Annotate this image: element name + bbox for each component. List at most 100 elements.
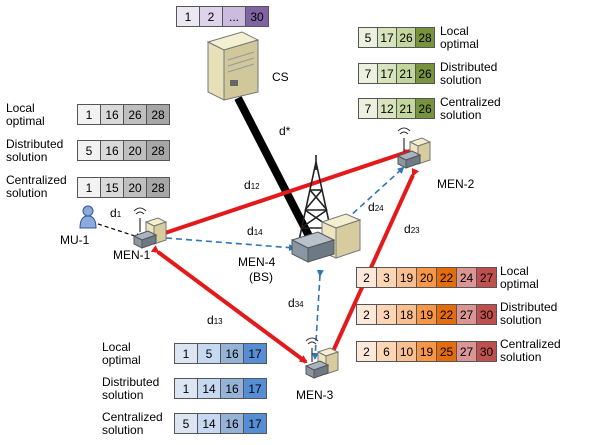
men4-sub-label: (BS) [249,270,273,284]
content-cell: 5 [174,413,198,434]
men1-distributed-label: Distributed solution [6,137,64,164]
user-icon [79,205,97,229]
content-cell: 18 [396,304,417,325]
content-cell: 19 [416,304,437,325]
men1-centralized-label: Centralized solution [6,173,67,200]
content-cell: 21 [396,63,416,84]
content-cell: 21 [396,98,416,119]
d1-label: d1 [110,206,122,220]
content-cell: 2 [356,267,377,288]
content-cell: 28 [146,140,170,161]
cs-label: CS [272,70,289,84]
content-cell: 2 [356,341,377,362]
link-d14 [160,234,296,252]
content-cell: 16 [220,378,244,399]
content-cell: 30 [476,304,497,325]
content-cell: 16 [220,343,244,364]
content-cell: 1 [174,343,198,364]
content-cell: 1 [77,104,101,125]
content-cell: 1 [77,177,101,198]
content-cell: 1 [174,378,198,399]
content-cell: 2 [356,304,377,325]
edge-node-icon-men2 [396,127,432,169]
content-cell: 25 [436,341,457,362]
content-cell: 16 [220,413,244,434]
link-d13 [150,245,308,364]
content-cell: 28 [415,27,435,48]
men2-local-label: Local optimal [440,24,479,51]
content-cell: 5 [197,343,221,364]
content-cell: 26 [123,104,147,125]
link-d12 [155,149,412,240]
men2-label: MEN-2 [437,177,475,191]
men4-centralized-label: Centralized solution [500,337,561,364]
content-cell: 26 [415,98,435,119]
content-cell: 28 [146,177,170,198]
men4-local-label: Local optimal [500,264,539,291]
content-cell: 7 [358,63,378,84]
content-cell: 30 [476,341,497,362]
d23-label: d23 [404,222,420,236]
content-cell: 17 [243,378,267,399]
content-cell: 15 [100,177,124,198]
server-icon [206,31,260,101]
content-cell: 19 [416,341,437,362]
d-star-label: d* [279,124,291,138]
content-cell: 3 [376,267,397,288]
link-d34 [311,269,324,360]
content-cell: 6 [376,341,397,362]
men4-label: MEN-4 [238,255,276,269]
d13-label: d13 [207,313,223,327]
content-cell: 27 [456,304,477,325]
mu1-label: MU-1 [60,233,90,247]
edge-node-icon-men1 [132,207,168,249]
content-cell: 17 [243,343,267,364]
content-cell: 26 [396,27,416,48]
content-cell: 27 [456,341,477,362]
d14-label: d14 [247,224,263,238]
content-cell: 17 [243,413,267,434]
content-cell: 30 [245,6,269,27]
content-cell: 3 [376,304,397,325]
d34-label: d34 [288,296,304,310]
content-cell: ... [222,6,246,27]
d24-label: d24 [368,200,384,214]
content-cell: 27 [476,267,497,288]
content-cell: 16 [100,104,124,125]
content-cell: 28 [146,104,170,125]
content-cell: 19 [396,267,417,288]
men3-distributed-label: Distributed solution [102,375,160,402]
d12-label: d12 [244,178,260,192]
content-cell: 20 [123,177,147,198]
content-cell: 14 [197,413,221,434]
content-cell: 17 [377,63,397,84]
content-cell: 7 [358,98,378,119]
men2-centralized-label: Centralized solution [440,95,501,122]
cs-bs-link [234,96,314,240]
content-cell: 2 [199,6,223,27]
content-cell: 20 [416,267,437,288]
content-cell: 26 [415,63,435,84]
content-cell: 20 [123,140,147,161]
content-cell: 24 [456,267,477,288]
content-cell: 17 [377,27,397,48]
tower-icon [297,155,335,246]
men3-label: MEN-3 [296,388,334,402]
content-cell: 5 [358,27,378,48]
content-cell: 22 [436,304,457,325]
men4-distributed-label: Distributed solution [500,300,558,327]
men3-centralized-label: Centralized solution [102,410,163,437]
men1-local-label: Local optimal [6,101,45,128]
content-cell: 5 [77,140,101,161]
